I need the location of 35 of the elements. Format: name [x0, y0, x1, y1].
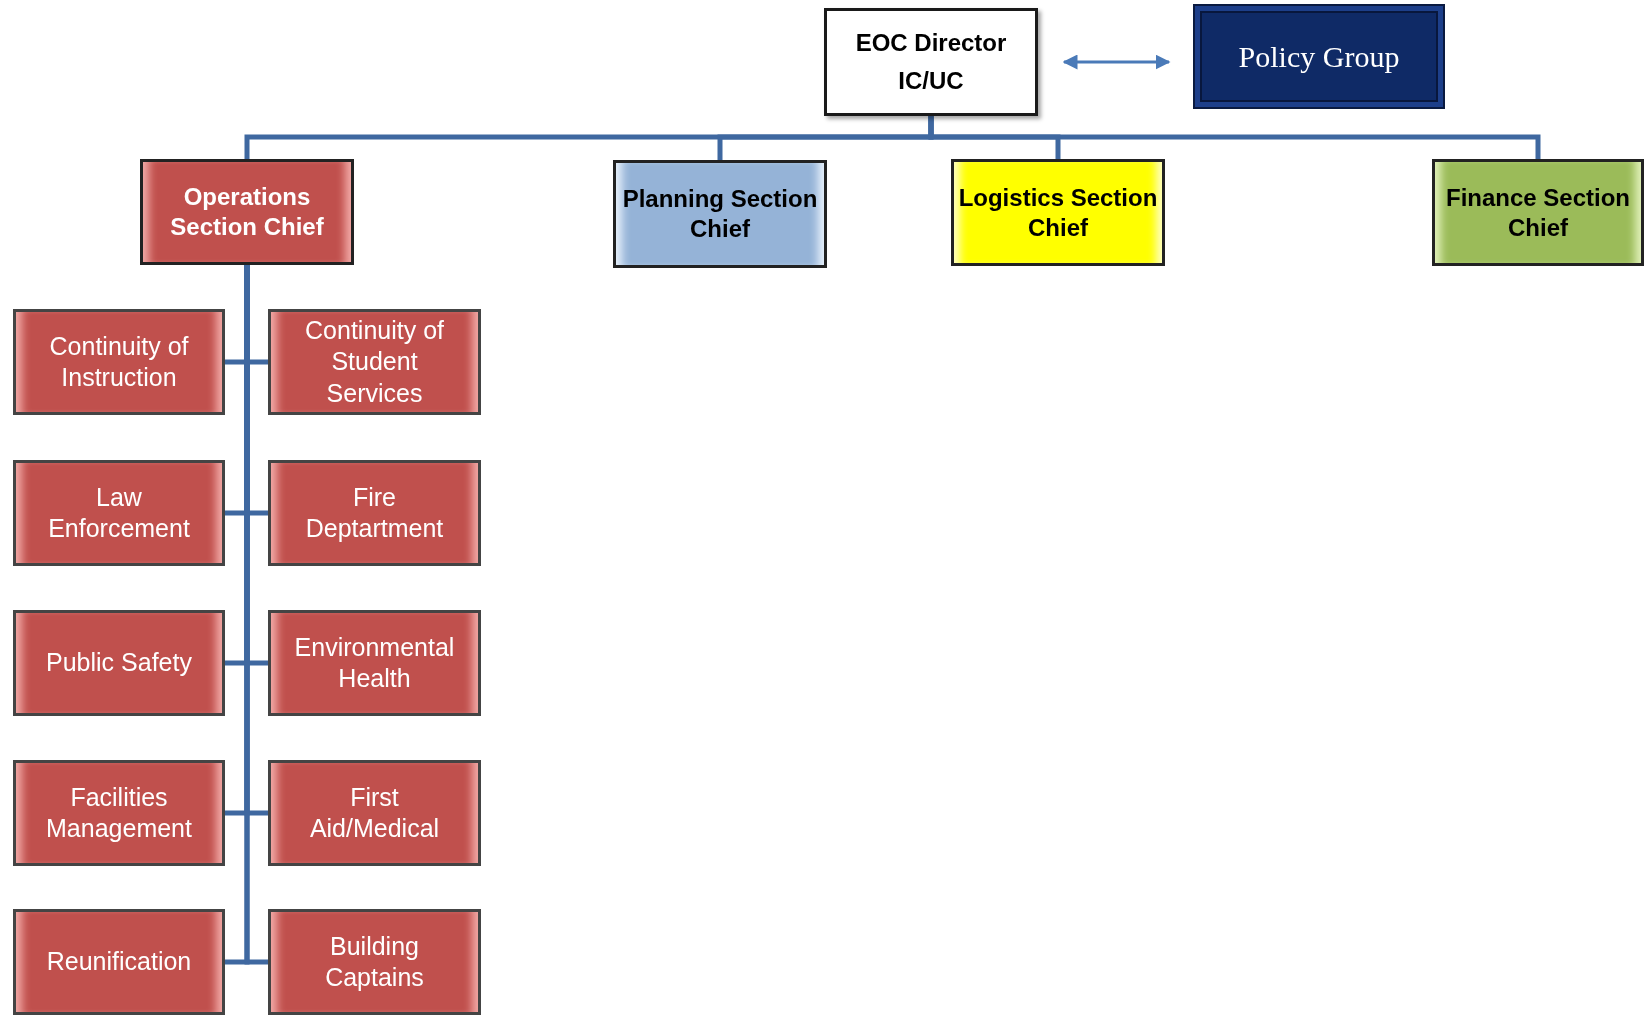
box-label: Operations Section Chief [169, 182, 325, 242]
section-chief-box [140, 159, 354, 265]
unit-box [268, 309, 481, 415]
unit-box [13, 610, 225, 716]
section-chief-box [951, 159, 1165, 266]
box-label: Logistics Section Chief [958, 182, 1158, 243]
connector-line [928, 116, 1541, 159]
double-arrow [1062, 54, 1171, 70]
box-label: Finance Section Chief [1444, 182, 1631, 243]
box-label: Continuity of Student Services [304, 315, 445, 409]
box-label: Planning Section Chief [621, 184, 819, 244]
box-label: Reunification [46, 946, 192, 978]
group-box [1195, 6, 1443, 107]
unit-box [13, 909, 225, 1015]
unit-box [13, 460, 225, 566]
box-label: Environmental Health [293, 631, 456, 694]
director-box [824, 8, 1038, 116]
unit-box [268, 909, 481, 1015]
box-label: Law Enforcement [47, 481, 191, 544]
unit-box [13, 760, 225, 866]
box-label: Continuity of Instruction [48, 330, 190, 393]
box-label: Policy Group [1238, 38, 1400, 75]
box-label: Fire Deptartment [304, 481, 445, 544]
section-chief-box [613, 160, 827, 268]
box-label: Public Safety [46, 647, 192, 679]
unit-box [13, 309, 225, 415]
box-label: EOC Director [855, 28, 1007, 58]
box-label: First Aid/Medical [308, 781, 441, 844]
unit-box [268, 460, 481, 566]
box-label: Building Captains [324, 930, 425, 993]
box-label: Facilities Management [45, 781, 193, 844]
box-label: IC/UC [898, 66, 964, 96]
unit-box [268, 760, 481, 866]
unit-box [268, 610, 481, 716]
section-chief-box [1432, 159, 1644, 266]
